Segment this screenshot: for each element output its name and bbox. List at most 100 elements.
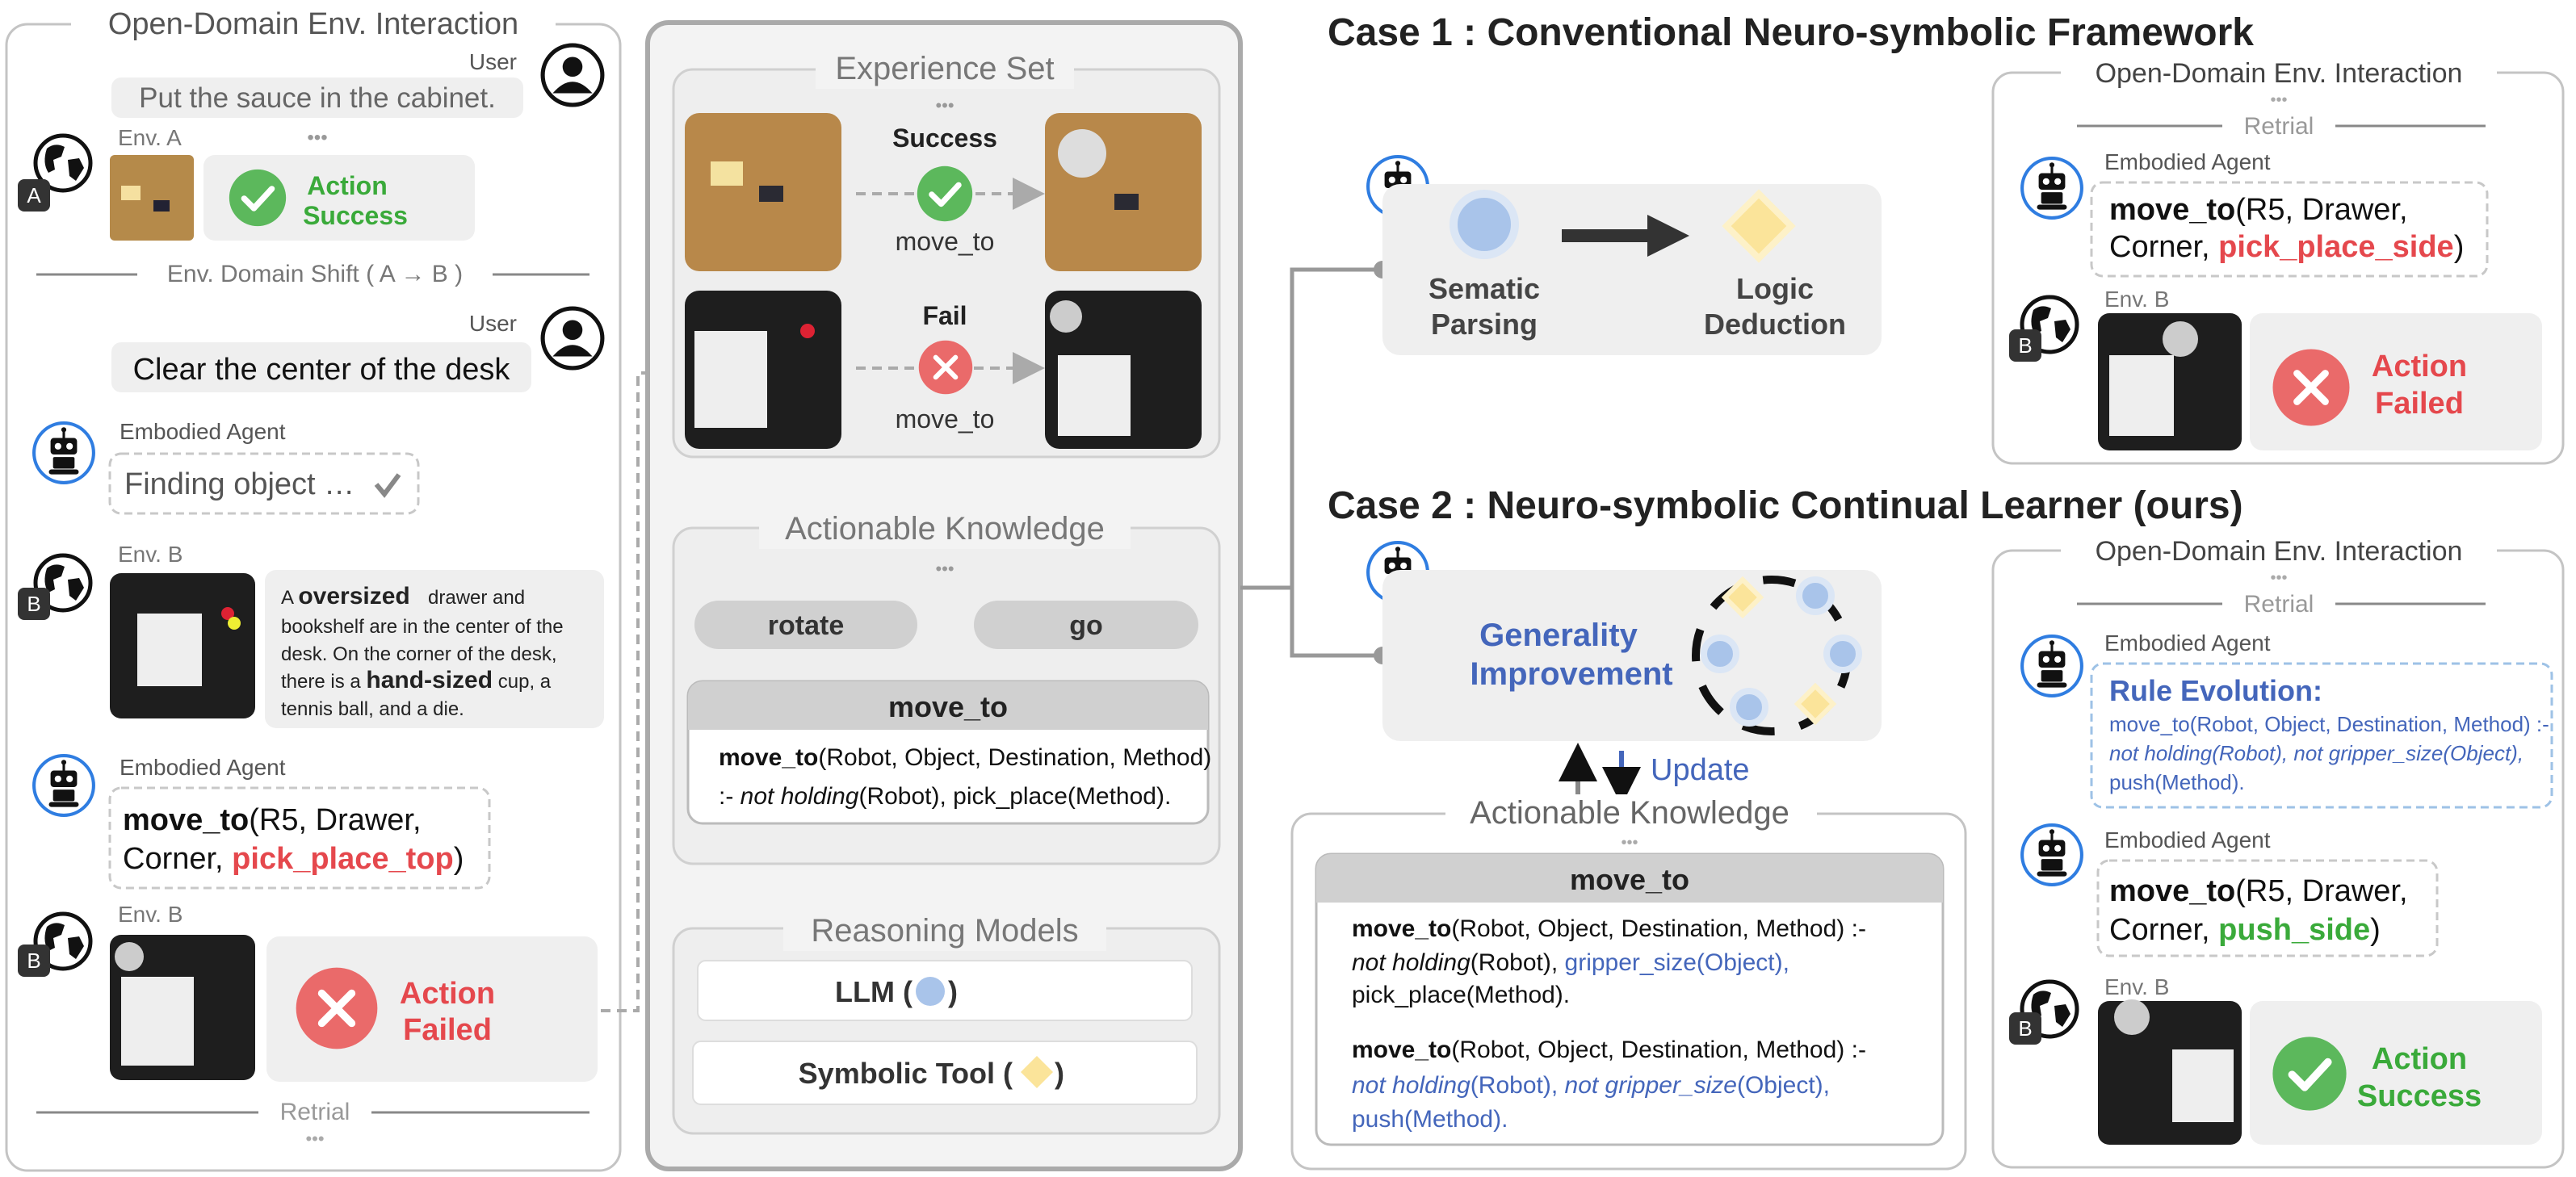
rule-card-header: move_to [888, 690, 1008, 723]
case2-command: move_to(R5, Drawer, [2109, 874, 2408, 908]
sematic-label-2: Parsing [1431, 308, 1538, 341]
rule-evolution-line2: not holding(Robot), not gripper_size(Obj… [2109, 741, 2524, 765]
case2-rule2-line3: push(Method). [1352, 1106, 1508, 1133]
llm-label: LLM ( [835, 975, 913, 1008]
cycle-icon [1692, 576, 1862, 735]
case1-env-badge: B [2018, 333, 2032, 358]
check-mark-icon [374, 473, 401, 498]
svg-text:•••: ••• [2270, 569, 2287, 587]
exp-move-to-1: move_to [896, 227, 995, 256]
svg-text:): ) [948, 975, 958, 1008]
go-chip: go [1069, 610, 1103, 641]
case2-rule1-line1: move_to(Robot, Object, Destination, Meth… [1352, 915, 1866, 942]
symbolic-diamond-icon-case1 [1722, 189, 1796, 263]
agent-label-1: Embodied Agent [120, 419, 286, 444]
left-panel: Open-Domain Env. Interaction User Put th… [5, 5, 622, 1172]
case2-rule1-line2: not holding(Robot), gripper_size(Object)… [1352, 949, 1789, 976]
case1-retrial: Retrial [2244, 113, 2314, 140]
generality-label-2: Improvement [1470, 656, 1672, 692]
case1-command: move_to(R5, Drawer, [2109, 193, 2408, 227]
env-b-label-2: Env. B [118, 902, 183, 927]
case1: Case 1 : Conventional Neuro-symbolic Fra… [1328, 11, 2565, 465]
svg-text:drawer and bookshelf are: drawer and bookshelf are in the center o… [281, 587, 568, 720]
case1-command-line2: Corner, pick_place_side) [2109, 230, 2464, 264]
case1-env-label: Env. B [2104, 287, 2169, 312]
symbolic-tool-label: Symbolic Tool ( [799, 1057, 1013, 1090]
case2-command-line2: Corner, push_side) [2109, 913, 2381, 947]
rule-evolution-label: Rule Evolution: [2109, 674, 2322, 707]
middle-panel: Experience Set ••• Success move_to Fail … [645, 20, 1243, 1171]
check-icon-exp [917, 166, 972, 221]
action-failed-2: Failed [403, 1013, 492, 1047]
case1-agent-label: Embodied Agent [2104, 149, 2271, 174]
case2: Case 2 : Neuro-symbolic Continual Learne… [1290, 484, 2565, 1171]
check-icon [229, 170, 286, 226]
env-b-description: A oversized​ [281, 583, 410, 609]
robot-icon [34, 423, 94, 483]
logic-label-2: Deduction [1704, 308, 1846, 341]
sematic-label-1: Sematic [1429, 272, 1540, 305]
arrow-icon [1647, 215, 1689, 257]
case1-failed-2: Failed [2375, 387, 2464, 421]
case1-failed-1: Action [2372, 350, 2467, 383]
case2-card-header: move_to [1570, 863, 1689, 896]
case2-retrial: Retrial [2244, 591, 2314, 618]
generality-label-1: Generality [1479, 618, 1638, 653]
env-a-label: Env. A [118, 125, 182, 150]
success-label: Success [892, 124, 997, 153]
llm-circle-icon [916, 977, 945, 1006]
case2-agent-label-2: Embodied Agent [2104, 827, 2271, 852]
fail-label: Fail [922, 301, 967, 330]
user-message-2: Clear the center of the desk [133, 353, 511, 387]
env-a-photo [110, 155, 194, 241]
agent-command-1: move_to(R5, Drawer, [123, 803, 422, 837]
case2-rule2-line1: move_to(Robot, Object, Destination, Meth… [1352, 1037, 1866, 1063]
rule-evolution-line3: push(Method). [2109, 770, 2245, 794]
agent-finding-text: Finding object … [124, 467, 355, 501]
case2-title: Case 2 : Neuro-symbolic Continual Learne… [1328, 484, 2243, 527]
retrial-label: Retrial [280, 1099, 350, 1125]
case2-rule1-line3: pick_place(Method). [1352, 982, 1570, 1008]
env-b-label-1: Env. B [118, 542, 183, 567]
llm-circle-icon-case1 [1450, 190, 1519, 259]
left-panel-title: Open-Domain Env. Interaction [108, 7, 518, 41]
ellipsis: ••• [307, 127, 327, 149]
update-label: Update [1651, 753, 1750, 787]
svg-text:): ) [1055, 1057, 1064, 1090]
env-badge-b-2: B [27, 949, 40, 973]
action-success-1: Action [307, 171, 388, 200]
agent-label-2: Embodied Agent [120, 755, 286, 780]
case2-odi-title: Open-Domain Env. Interaction [2096, 536, 2463, 567]
svg-text:•••: ••• [1621, 834, 1638, 852]
svg-text:•••: ••• [305, 1129, 324, 1149]
experience-set-title: Experience Set [835, 51, 1054, 86]
user-icon-2 [543, 308, 602, 368]
robot-icon-2 [34, 756, 94, 815]
exp-move-to-2: move_to [896, 404, 995, 434]
rule-line-2: :- not holding(Robot), pick_place(Method… [719, 783, 1171, 810]
action-failed-1: Action [400, 977, 495, 1011]
x-icon-case1 [2273, 350, 2350, 426]
rule-line-1: move_to(Robot, Object, Destination, Meth… [719, 744, 1211, 771]
rm-title: Reasoning Models [811, 913, 1078, 949]
symbolic-diamond-icon [1021, 1056, 1053, 1088]
case1-title: Case 1 : Conventional Neuro-symbolic Fra… [1328, 11, 2254, 54]
case2-success-2: Success [2357, 1079, 2482, 1113]
svg-text:•••: ••• [935, 95, 954, 115]
case2-env-label: Env. B [2104, 974, 2169, 999]
user-icon [543, 45, 602, 105]
robot-icon-case1b [2022, 158, 2082, 218]
svg-text:•••: ••• [935, 559, 954, 579]
env-badge-a: A [27, 183, 41, 207]
case2-rule2-line2: not holding(Robot), not gripper_size(Obj… [1352, 1072, 1830, 1099]
case2-env-badge: B [2018, 1016, 2032, 1041]
svg-text:•••: ••• [2270, 91, 2287, 109]
case2-success-1: Action [2372, 1042, 2467, 1076]
logic-label-1: Logic [1736, 272, 1814, 305]
x-icon [296, 968, 378, 1049]
case2-agent-label-1: Embodied Agent [2104, 630, 2271, 656]
robot-icon-case2c [2022, 825, 2082, 885]
domain-shift-label: Env. Domain Shift ( A → B ) [167, 261, 463, 287]
